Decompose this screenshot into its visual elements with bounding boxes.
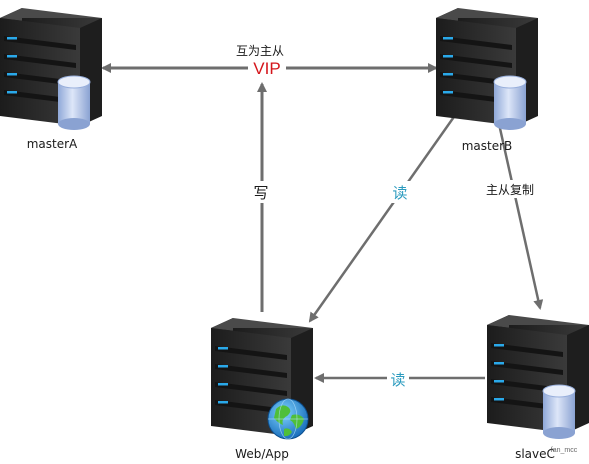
node-label-webapp: Web/App [235, 447, 289, 461]
vip-label-bg [248, 58, 286, 77]
node-webapp [211, 318, 313, 440]
watermark: fan_mcc [551, 447, 578, 454]
edge-label-write: 写 [253, 184, 268, 202]
edge-label-read-slave: 读 [390, 371, 405, 389]
replication-label-bg [483, 180, 539, 198]
node-label-master-b: masterB [462, 139, 513, 153]
node-slave-c [487, 315, 589, 440]
database-icon [493, 75, 527, 131]
write-label-bg [250, 181, 272, 203]
edge-label-master-master: 互为主从 [236, 44, 284, 58]
read-master-label-bg [389, 181, 411, 203]
node-master-b [436, 8, 538, 131]
read-slave-label-bg [387, 368, 409, 390]
database-icon [57, 75, 91, 131]
node-label-master-a: masterA [27, 137, 78, 151]
node-label-slave-c: slaveC [515, 447, 555, 461]
edge-label-read-master: 读 [392, 184, 407, 202]
node-master-a [0, 8, 102, 131]
vip-label: VIP [253, 59, 280, 78]
edge-label-replication: 主从复制 [486, 183, 534, 197]
globe-icon [267, 398, 309, 440]
database-icon [542, 384, 576, 440]
